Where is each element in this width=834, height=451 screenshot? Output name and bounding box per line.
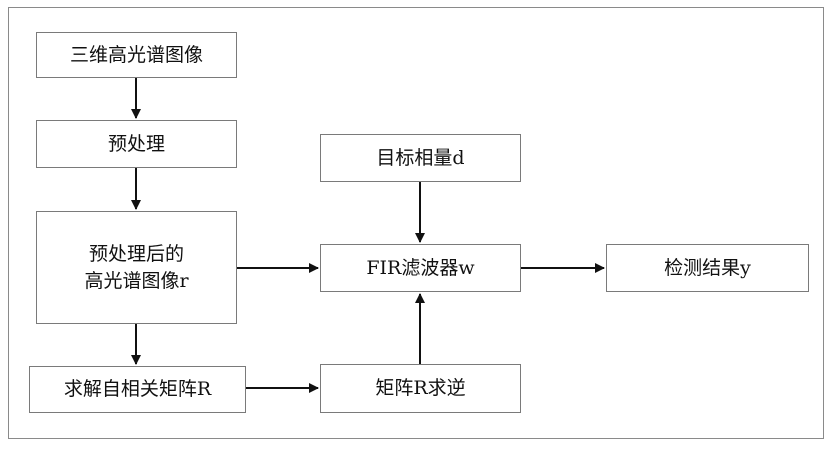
- node-label: 目标相量d: [376, 146, 465, 169]
- node-preprocessed-image: 预处理后的 高光谱图像r: [36, 211, 237, 324]
- node-label: 矩阵R求逆: [375, 377, 466, 399]
- node-label-line2: 高光谱图像r: [84, 269, 189, 292]
- node-hyperspectral-image: 三维高光谱图像: [36, 32, 237, 78]
- node-label: 三维高光谱图像: [69, 43, 203, 66]
- node-label: 检测结果y: [664, 256, 751, 279]
- node-label-line1: 预处理后的: [88, 242, 184, 265]
- diagram-frame: [8, 7, 824, 439]
- node-solve-autocorrelation: 求解自相关矩阵R: [29, 366, 246, 413]
- node-label: FIR滤波器w: [366, 256, 475, 279]
- node-matrix-inverse: 矩阵R求逆: [320, 364, 521, 413]
- node-detection-result: 检测结果y: [606, 244, 809, 292]
- node-target-vector: 目标相量d: [320, 134, 521, 182]
- node-label: 求解自相关矩阵R: [63, 378, 212, 400]
- node-label: 预处理: [107, 132, 165, 155]
- node-fir-filter: FIR滤波器w: [320, 244, 521, 292]
- node-preprocess: 预处理: [36, 120, 237, 168]
